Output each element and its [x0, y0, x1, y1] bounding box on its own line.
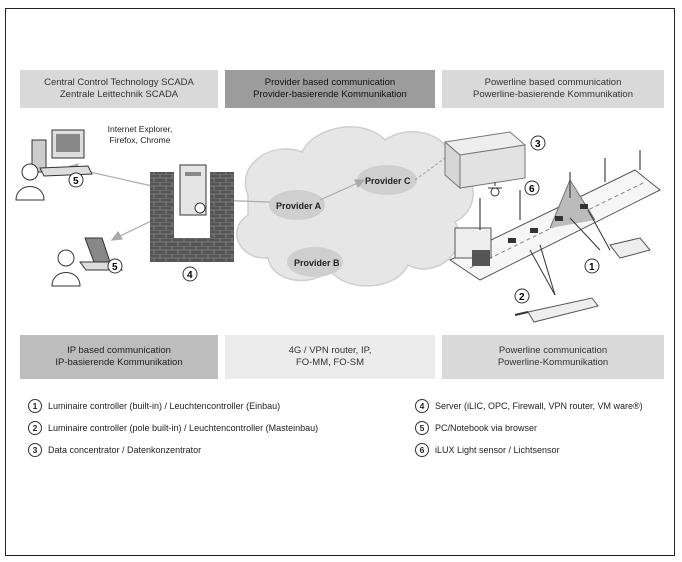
header-provider: Provider based communication Provider-ba… [225, 70, 435, 108]
browser-note: Internet Explorer, Firefox, Chrome [95, 124, 185, 146]
provider-b-label: Provider B [294, 258, 340, 268]
legend-number: 5 [415, 421, 429, 435]
header-scada-line1: Central Control Technology SCADA [44, 77, 194, 88]
legend-right: 4 Server (iLIC, OPC, Firewall, VPN route… [415, 395, 643, 461]
marker-4-label: 4 [187, 270, 193, 281]
header-powerline-line1: Powerline based communication [484, 77, 622, 88]
header-scada-line2: Zentrale Leittechnik SCADA [59, 89, 179, 100]
marker-5b-label: 5 [112, 262, 118, 273]
streetlight-scene [448, 150, 661, 323]
marker-5a: 5 [68, 172, 84, 188]
header-ip-line2: IP-basierende Kommunikation [55, 357, 183, 368]
marker-1: 1 [584, 258, 600, 274]
light-sensor [488, 182, 502, 197]
provider-c-bubble [357, 165, 417, 195]
data-concentrator [443, 131, 527, 190]
header-ip: IP based communication IP-basierende Kom… [20, 335, 218, 379]
header-powerline: Powerline based communication Powerline-… [442, 70, 664, 108]
header-scada: Central Control Technology SCADA Zentral… [20, 70, 218, 108]
marker-5a-label: 5 [73, 176, 79, 187]
header-powerline-comm-line2: Powerline-Kommunikation [497, 357, 609, 368]
header-powerline-comm-line1: Powerline communication [498, 345, 608, 356]
header-router-line1: 4G / VPN router, IP, [288, 345, 372, 356]
marker-6: 6 [524, 180, 540, 196]
legend-left: 1 Luminaire controller (built-in) / Leuc… [28, 395, 318, 461]
marker-4: 4 [182, 266, 198, 282]
marker-6-label: 6 [529, 184, 535, 195]
legend-number: 3 [28, 443, 42, 457]
browser-note-line2: Firefox, Chrome [109, 135, 171, 145]
provider-b-bubble [287, 247, 343, 277]
legend-item: 4 Server (iLIC, OPC, Firewall, VPN route… [415, 395, 643, 417]
legend-text: Data concentrator / Datenkonzentrator [48, 445, 202, 455]
legend-text: Luminaire controller (pole built-in) / L… [48, 423, 319, 433]
marker-5b: 5 [107, 258, 123, 274]
marker-3: 3 [530, 135, 546, 151]
legend-number: 2 [28, 421, 42, 435]
legend-number: 1 [28, 399, 42, 413]
header-provider-line2: Provider-basierende Kommunikation [253, 89, 407, 100]
legend-text: iLUX Light sensor / Lichtsensor [435, 445, 560, 455]
firewall-server [150, 164, 234, 262]
legend-number: 6 [415, 443, 429, 457]
legend-item: 2 Luminaire controller (pole built-in) /… [28, 417, 318, 439]
provider-c-label: Provider C [365, 176, 411, 186]
marker-1-label: 1 [589, 262, 595, 273]
marker-3-label: 3 [535, 139, 541, 150]
legend-text: Luminaire controller (built-in) / Leucht… [48, 401, 281, 411]
legend-item: 5 PC/Notebook via browser [415, 417, 643, 439]
network-diagram: Provider A Provider C Provider B [15, 126, 661, 323]
marker-2: 2 [514, 288, 530, 304]
provider-cloud [236, 126, 474, 287]
header-provider-line1: Provider based communication [264, 77, 396, 88]
header-ip-line1: IP based communication [67, 345, 171, 356]
provider-a-label: Provider A [276, 201, 322, 211]
browser-note-line1: Internet Explorer, [107, 124, 173, 134]
header-powerline-comm: Powerline communication Powerline-Kommun… [442, 335, 664, 379]
marker-2-label: 2 [519, 292, 525, 303]
pc-workstation [15, 129, 93, 201]
legend-item: 1 Luminaire controller (built-in) / Leuc… [28, 395, 318, 417]
legend-number: 4 [415, 399, 429, 413]
header-powerline-line2: Powerline-basierende Kommunikation [472, 89, 633, 100]
legend-text: Server (iLIC, OPC, Firewall, VPN router,… [435, 401, 643, 411]
header-router: 4G / VPN router, IP, FO-MM, FO-SM [225, 335, 435, 379]
legend-item: 6 iLUX Light sensor / Lichtsensor [415, 439, 643, 461]
legend-item: 3 Data concentrator / Datenkonzentrator [28, 439, 318, 461]
legend-text: PC/Notebook via browser [435, 423, 538, 433]
provider-a-bubble [269, 190, 325, 220]
header-router-line2: FO-MM, FO-SM [295, 357, 365, 368]
